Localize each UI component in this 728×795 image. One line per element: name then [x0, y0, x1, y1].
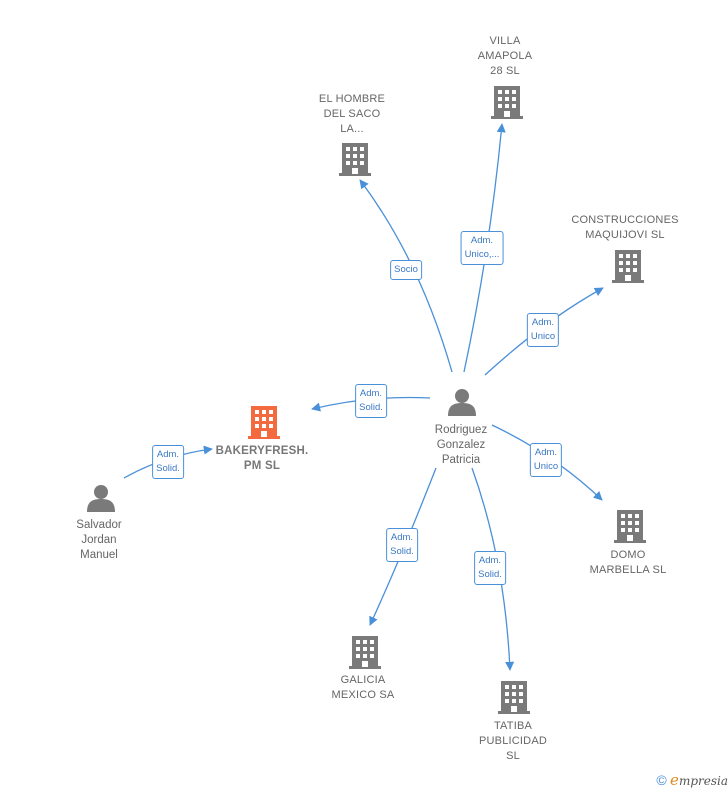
villa-label[interactable]: VILLA AMAPOLA 28 SL: [477, 35, 533, 77]
galicia-label[interactable]: GALICIA MEXICO SA: [331, 674, 395, 701]
relation-badge-tatiba[interactable]: Adm. Solid.: [474, 551, 506, 585]
relation-badge-domo[interactable]: Adm. Unico: [529, 443, 563, 477]
construcciones-building-icon[interactable]: [612, 250, 644, 283]
relation-badge-construcciones[interactable]: Adm. Unico: [526, 313, 560, 347]
bakery-building-icon[interactable]: [248, 406, 280, 439]
hombre-label[interactable]: EL HOMBRE DEL SACO LA...: [318, 93, 386, 135]
brand-logo-initial: e: [670, 771, 679, 789]
tatiba-building-icon[interactable]: [498, 681, 530, 714]
relation-badge-socio[interactable]: Socio: [390, 260, 422, 280]
relation-badge-villa[interactable]: Adm. Unico,...: [460, 231, 504, 265]
relation-badge-bakery[interactable]: Adm. Solid.: [355, 384, 387, 418]
domo-building-icon[interactable]: [614, 510, 646, 543]
salvador-person-icon[interactable]: [87, 485, 115, 512]
rodriguez-person-icon[interactable]: [448, 389, 476, 416]
domo-label[interactable]: DOMO MARBELLA SL: [589, 549, 667, 576]
villa-building-icon[interactable]: [491, 86, 523, 119]
tatiba-label[interactable]: TATIBA PUBLICIDAD SL: [478, 720, 548, 762]
brand-logo-text: mpresia: [678, 774, 728, 788]
copyright-icon: ©: [656, 772, 667, 788]
relation-badge-salvador[interactable]: Adm. Solid.: [152, 445, 184, 479]
construcciones-label[interactable]: CONSTRUCCIONES MAQUIJOVI SL: [571, 214, 679, 241]
relation-badge-galicia[interactable]: Adm. Solid.: [386, 528, 418, 562]
galicia-building-icon[interactable]: [349, 636, 381, 669]
bakery-label[interactable]: BAKERYFRESH. PM SL: [215, 445, 309, 472]
footer-credit: © empresia: [656, 771, 728, 789]
salvador-label[interactable]: Salvador Jordan Manuel: [76, 519, 122, 561]
hombre-building-icon[interactable]: [339, 143, 371, 176]
rodriguez-label[interactable]: Rodriguez Gonzalez Patricia: [434, 424, 488, 466]
